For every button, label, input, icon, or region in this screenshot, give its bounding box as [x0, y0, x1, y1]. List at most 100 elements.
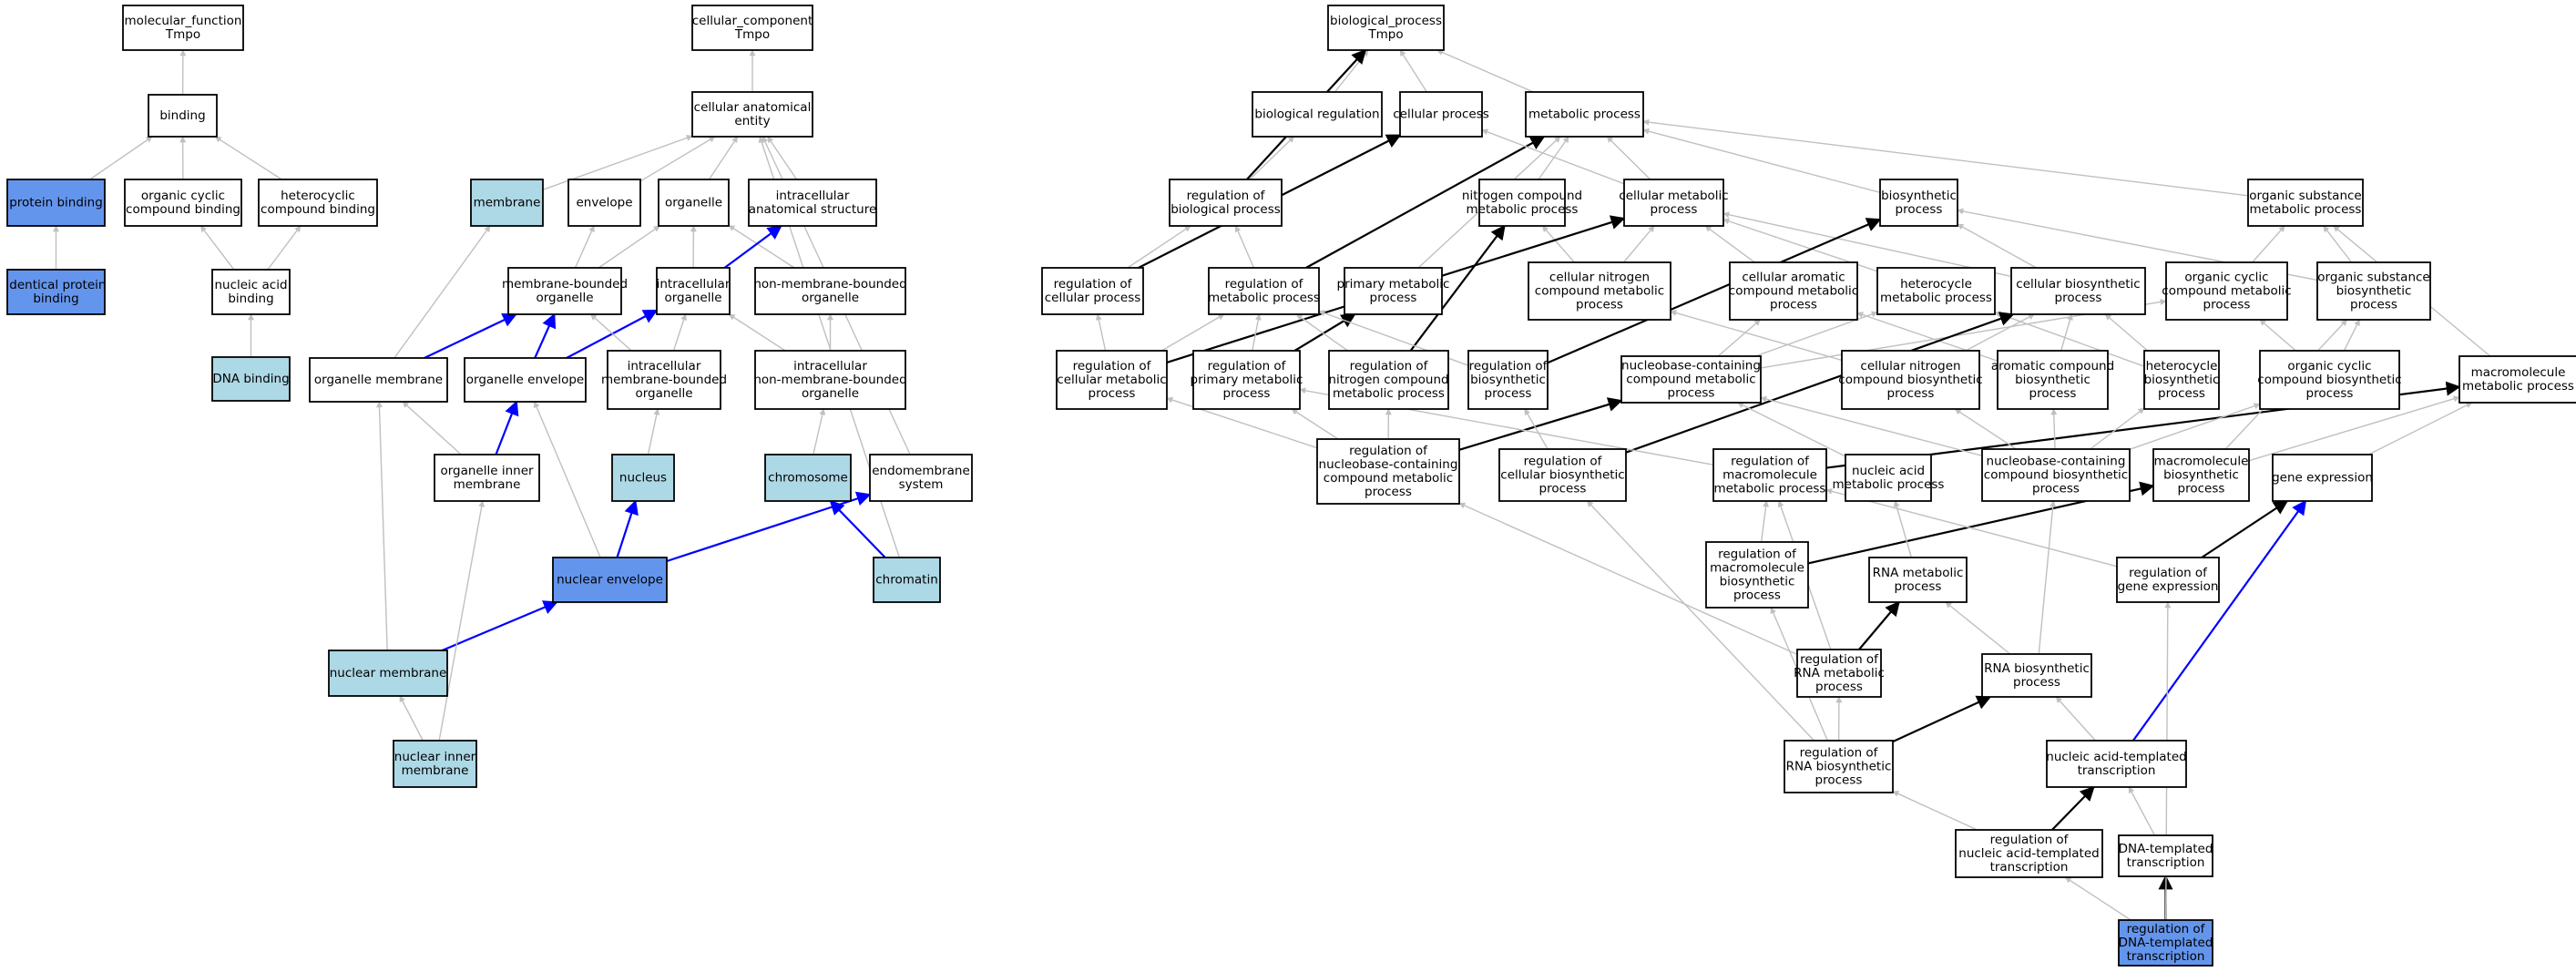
node-label-line: regulation of — [2127, 922, 2206, 936]
edge-envelope-to-cae — [639, 136, 716, 182]
node-label-line: process — [1815, 773, 1863, 788]
node-label-line: process — [2203, 298, 2251, 312]
node-label-line: compound binding — [261, 202, 375, 217]
node-breg[interactable]: biological regulation — [1252, 91, 1383, 138]
node-chromosome[interactable]: chromosome — [764, 454, 852, 502]
edge-nmbo-to-organelle — [728, 224, 795, 269]
node-rmacbp[interactable]: regulation ofmacromoleculebiosyntheticpr… — [1705, 541, 1809, 609]
node-oe[interactable]: organelle envelope — [464, 357, 587, 403]
edge-inmbo-to-io — [728, 313, 786, 352]
node-protein_binding[interactable]: protein binding — [6, 179, 106, 227]
node-box — [1399, 91, 1483, 138]
node-box — [6, 179, 106, 227]
node-label-line: organelle — [665, 196, 722, 210]
node-label-line: organic cyclic — [2287, 359, 2371, 373]
node-label-line: process — [2032, 482, 2080, 496]
node-membrane[interactable]: membrane — [470, 179, 544, 227]
node-rnbcmp[interactable]: regulation ofnucleobase-containingcompou… — [1316, 438, 1460, 505]
node-nucleus[interactable]: nucleus — [611, 454, 675, 502]
node-binding[interactable]: binding — [148, 94, 218, 138]
node-box — [1528, 261, 1671, 321]
node-nmem[interactable]: nuclear membrane — [328, 650, 448, 697]
node-chromatin[interactable]: chromatin — [873, 557, 941, 603]
node-mp[interactable]: metabolic process — [1525, 91, 1644, 138]
edge-ias-to-cae — [767, 136, 798, 180]
node-box — [611, 454, 675, 502]
node-organelle[interactable]: organelle — [658, 179, 730, 227]
node-label-line: process — [2013, 675, 2060, 690]
edge-nbcmp-to-cacmp — [1717, 319, 1761, 357]
node-box — [1316, 438, 1460, 505]
node-nenv[interactable]: nuclear envelope — [552, 557, 668, 603]
edge-nenv-to-nucleus — [616, 499, 639, 558]
node-label-line: biological regulation — [1254, 107, 1379, 122]
edge-om-to-membrane — [394, 225, 491, 359]
node-box — [1784, 740, 1894, 793]
node-envelope[interactable]: envelope — [567, 179, 641, 227]
node-box — [434, 454, 540, 502]
node-dna_binding[interactable]: DNA binding — [211, 356, 291, 402]
node-label-line: membrane-bounded — [502, 277, 628, 292]
node-inmbo[interactable]: intracellularnon-membrane-boundedorganel… — [753, 350, 907, 410]
node-ge[interactable]: gene expression — [2272, 454, 2373, 502]
node-box — [754, 350, 906, 410]
node-cp[interactable]: cellular process — [1393, 91, 1489, 138]
node-om[interactable]: organelle membrane — [309, 357, 448, 403]
